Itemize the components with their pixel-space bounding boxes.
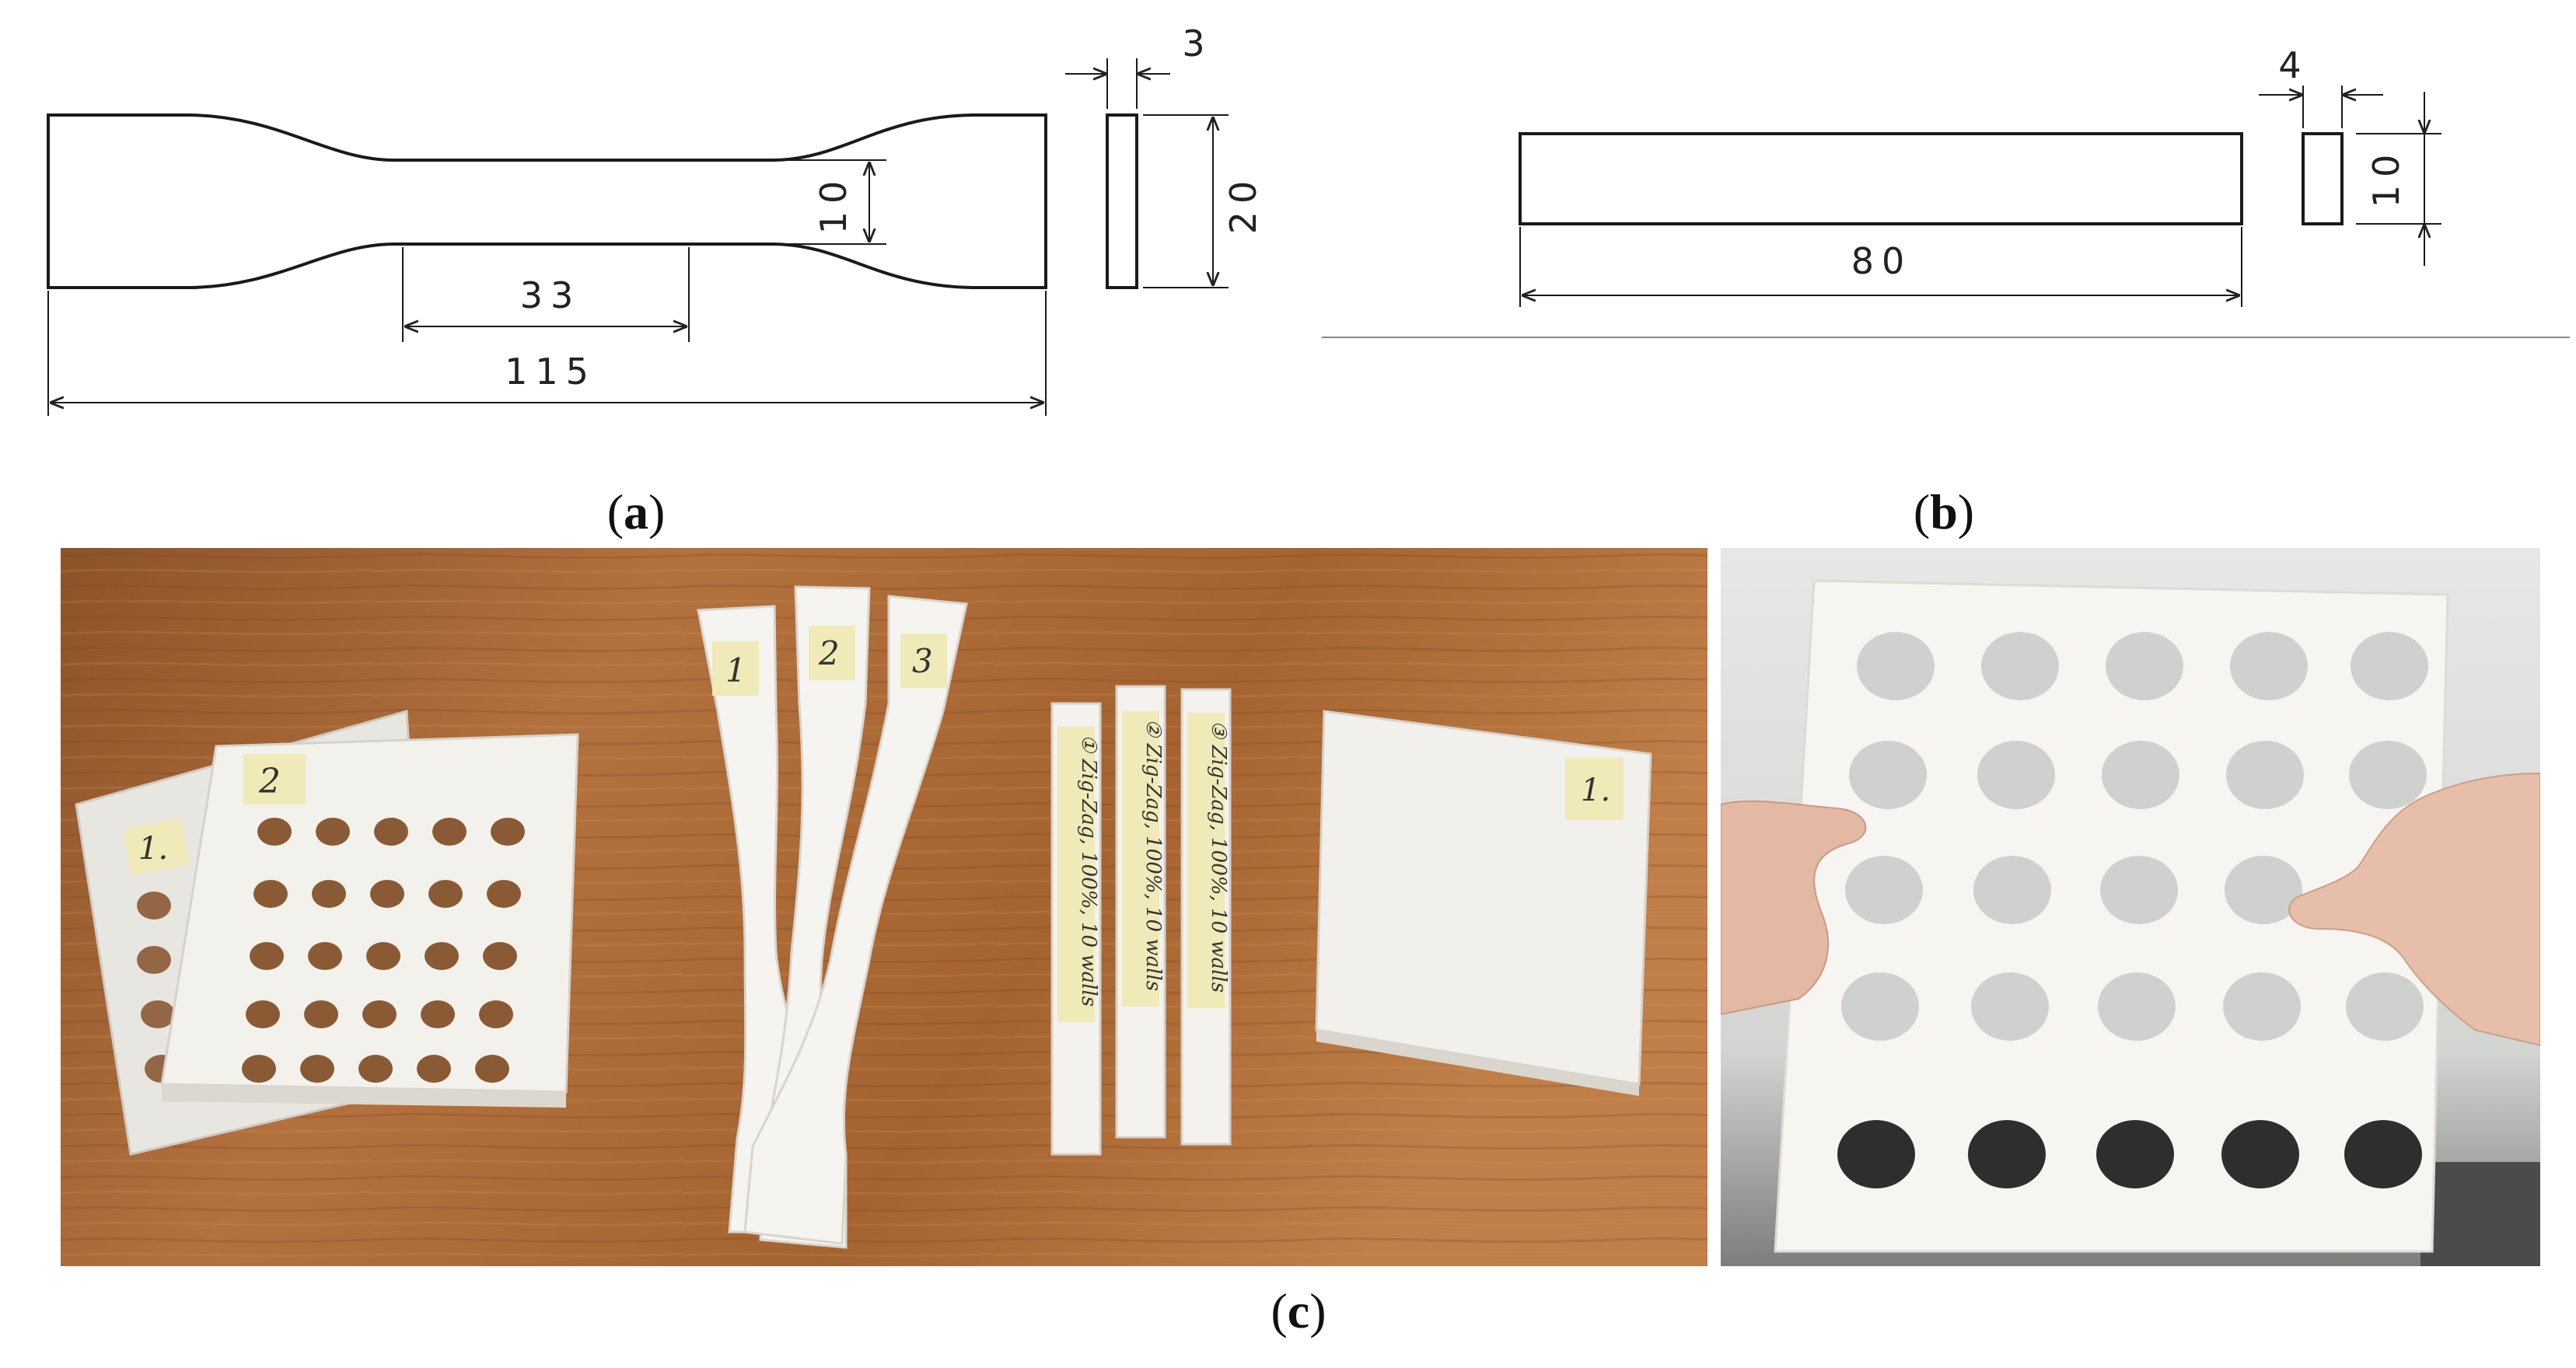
plate-label-2: 2 (258, 762, 281, 801)
label-width-b: 10 (2365, 147, 2407, 208)
label-width-a: 20 (1222, 173, 1264, 235)
dim-total-a (47, 291, 1047, 416)
bar-label-1: ① Zig-Zag, 100%, 10 walls (1077, 735, 1100, 1007)
dim-thickness-b (2259, 86, 2383, 128)
dogbone-label-1: 1 (725, 651, 746, 689)
dogbone-label-2: 2 (818, 634, 840, 672)
caption-a-letter: a (624, 484, 648, 539)
left-hand (1721, 800, 1867, 1016)
solid-plate-label: 1. (1581, 773, 1610, 808)
impact-bar-labels: ① Zig-Zag, 100%, 10 walls ② Zig-Zag, 100… (1057, 711, 1230, 1022)
photo-specimens-on-table: 1. 2 1 2 3 (61, 548, 1707, 1266)
label-total-a: 115 (505, 351, 596, 393)
dogbone-3 (743, 595, 968, 1245)
label-thickness-a: 3 (1182, 23, 1212, 65)
plate-holes (1841, 632, 2428, 1041)
caption-b: (b) (1913, 484, 1975, 539)
label-narrow-width-a: 10 (813, 173, 855, 235)
label-gauge-a: 33 (520, 274, 582, 316)
dogbone-labels: 1 2 3 (712, 626, 947, 696)
caption-c: (c) (1271, 1283, 1326, 1338)
dim-width-a (1143, 114, 1229, 288)
drawing-a-dogbone (47, 58, 1229, 416)
bar-side-view (2302, 132, 2344, 225)
dim-narrow-width-a (778, 159, 886, 245)
dim-width-b (2356, 92, 2441, 266)
plate-holes-bottom (1837, 1120, 2422, 1188)
perforated-plate-front: 2 (160, 733, 579, 1108)
dim-gauge-a (402, 247, 690, 342)
dogbone-specimens (697, 585, 968, 1249)
right-hand (2288, 772, 2540, 1047)
technical-drawings: 3 20 10 33 115 80 4 10 (47, 23, 2570, 416)
caption-c-letter: c (1287, 1283, 1310, 1338)
dim-length-b (1519, 227, 2242, 307)
dogbone-side-view (1106, 113, 1138, 289)
plate-label-1: 1. (138, 831, 168, 867)
dim-thickness-a (1065, 58, 1170, 109)
caption-b-letter: b (1930, 484, 1958, 539)
label-thickness-b: 4 (2278, 44, 2309, 86)
solid-plate: 1. (1315, 710, 1652, 1096)
dogbone-outline (47, 113, 1047, 289)
dogbone-label-3: 3 (912, 642, 933, 680)
drawing-b-bar (1322, 86, 2570, 338)
bar-label-2: ② Zig-Zag, 100%, 10 walls (1141, 719, 1165, 991)
bar-label-3: ③ Zig-Zag, 100%, 10 walls (1207, 721, 1230, 993)
photo-perforated-plate-held (1721, 548, 2540, 1266)
bar-front-view (1519, 132, 2243, 225)
caption-a: (a) (606, 484, 666, 539)
label-length-b: 80 (1851, 240, 1913, 282)
